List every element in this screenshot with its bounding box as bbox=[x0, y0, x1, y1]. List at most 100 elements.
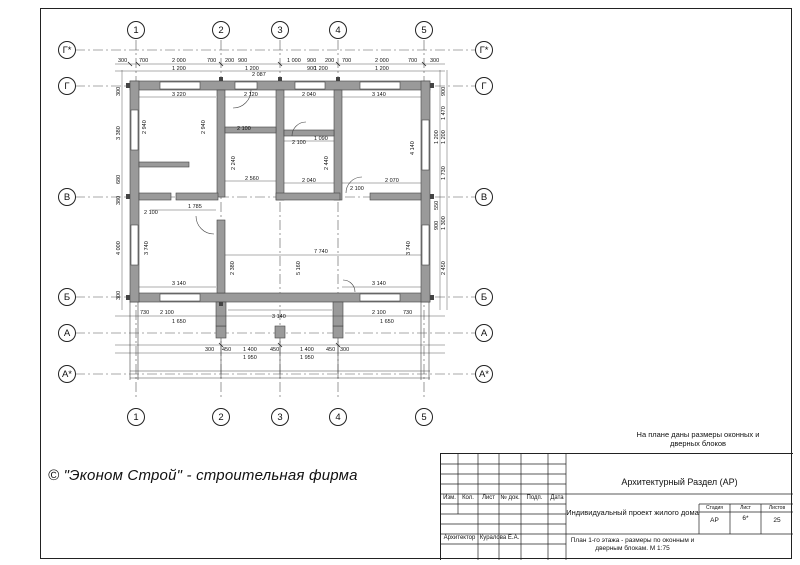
dim-label: 7 740 bbox=[314, 249, 328, 255]
dim-label: 2 940 bbox=[201, 120, 207, 134]
dim-label: 1 950 bbox=[243, 355, 257, 361]
axis-marker-3: 3 bbox=[271, 21, 289, 39]
dim-label: 450 bbox=[326, 347, 335, 353]
stamp-sheet-title: План 1-го этажа - размеры по оконным и д… bbox=[570, 537, 695, 552]
dim-label: 2 000 bbox=[172, 58, 186, 64]
dim-label: 3 380 bbox=[116, 126, 122, 140]
dim-label: 300 bbox=[340, 347, 349, 353]
stamp-stage-label: Стадия bbox=[705, 505, 724, 511]
dim-label: 200 bbox=[325, 58, 334, 64]
dim-label: 1 400 bbox=[243, 347, 257, 353]
axis-marker-g: Г bbox=[58, 77, 76, 95]
dim-label: 3 740 bbox=[144, 241, 150, 255]
stamp-col-list: Лист bbox=[481, 495, 496, 501]
axis-marker-a: А bbox=[475, 324, 493, 342]
dim-label: 1 785 bbox=[188, 204, 202, 210]
company-copyright: © "Эконом Строй" - строительная фирма bbox=[48, 467, 358, 484]
dim-label: 680 bbox=[116, 175, 122, 184]
dim-label: 730 bbox=[403, 310, 412, 316]
dim-label: 1 200 bbox=[434, 130, 440, 144]
dim-label: 3 140 bbox=[172, 281, 186, 287]
dim-label: 450 bbox=[222, 347, 231, 353]
title-block: Изм. Кол. Лист № док. Подп. Дата Архитек… bbox=[440, 453, 793, 560]
opening-label: 2 100 bbox=[160, 310, 174, 316]
axis-marker-5: 5 bbox=[415, 21, 433, 39]
stamp-stage-value: АР bbox=[710, 517, 719, 524]
title-block-grid bbox=[441, 454, 793, 560]
stamp-col-podp: Подп. bbox=[526, 495, 543, 501]
dim-label: 4 140 bbox=[410, 141, 416, 155]
axis-marker-5: 5 bbox=[415, 408, 433, 426]
axis-marker-v: В bbox=[58, 188, 76, 206]
dim-label: 900 bbox=[307, 58, 316, 64]
dim-label: 3 140 bbox=[372, 92, 386, 98]
dim-label: 700 bbox=[342, 58, 351, 64]
axis-marker-2: 2 bbox=[212, 408, 230, 426]
dim-label: 2 070 bbox=[385, 178, 399, 184]
dim-label: 900 bbox=[441, 87, 447, 96]
dim-label: 3 740 bbox=[406, 241, 412, 255]
dim-label: 5 160 bbox=[296, 261, 302, 275]
dim-label: 3 140 bbox=[372, 281, 386, 287]
axis-marker-1: 1 bbox=[127, 21, 145, 39]
dim-label: 1 000 bbox=[287, 58, 301, 64]
axis-marker-g-star: Г* bbox=[58, 41, 76, 59]
dim-label: 900 bbox=[238, 58, 247, 64]
axis-marker-g-star: Г* bbox=[475, 41, 493, 59]
dim-label: 2 940 bbox=[142, 120, 148, 134]
axis-marker-4: 4 bbox=[329, 21, 347, 39]
dim-label: 3 140 bbox=[272, 314, 286, 320]
opening-label: 2 100 bbox=[350, 186, 364, 192]
axis-marker-v: В bbox=[475, 188, 493, 206]
dim-label: 2 440 bbox=[324, 156, 330, 170]
axis-marker-a: А bbox=[58, 324, 76, 342]
dim-label: 1 200 bbox=[314, 66, 328, 72]
dim-label: 1 400 bbox=[300, 347, 314, 353]
stamp-person: Куралова Е.А. bbox=[479, 535, 520, 541]
stamp-col-kol: Кол. bbox=[462, 495, 474, 501]
axis-marker-1: 1 bbox=[127, 408, 145, 426]
dim-label: 1 300 bbox=[441, 216, 447, 230]
stamp-col-data: Дата bbox=[550, 495, 564, 501]
dim-label: 4 000 bbox=[116, 241, 122, 255]
opening-label: 2 100 bbox=[372, 310, 386, 316]
dim-label: 2 040 bbox=[302, 92, 316, 98]
dim-label: 700 bbox=[408, 58, 417, 64]
stamp-section: Архитектурный Раздел (АР) bbox=[621, 477, 738, 487]
dim-label: 700 bbox=[139, 58, 148, 64]
dim-label: 900 bbox=[434, 221, 440, 230]
dim-label: 2 450 bbox=[441, 261, 447, 275]
stamp-sheet-value: 6* bbox=[742, 515, 749, 522]
opening-label: 2 100 bbox=[237, 126, 251, 132]
opening-label: 2 100 bbox=[144, 210, 158, 216]
dim-label: 300 bbox=[116, 291, 122, 300]
dim-label: 1 470 bbox=[441, 106, 447, 120]
dim-label: 300 bbox=[118, 58, 127, 64]
dim-label: 2 120 bbox=[244, 92, 258, 98]
dim-label: 200 bbox=[225, 58, 234, 64]
dim-label: 2 040 bbox=[302, 178, 316, 184]
axis-marker-3: 3 bbox=[271, 408, 289, 426]
dim-label: 2 240 bbox=[231, 156, 237, 170]
stamp-sheet-label: Лист bbox=[740, 505, 751, 511]
dim-label: 730 bbox=[140, 310, 149, 316]
axis-marker-b: Б bbox=[475, 288, 493, 306]
dim-label: 900 bbox=[307, 66, 316, 72]
dim-label: 2 000 bbox=[375, 58, 389, 64]
dim-label: 1 650 bbox=[172, 319, 186, 325]
dim-label: 300 bbox=[116, 87, 122, 96]
plan-note: На плане даны размеры оконных и дверных … bbox=[636, 430, 760, 448]
dim-label: 1 090 bbox=[314, 136, 328, 142]
dim-label: 1 650 bbox=[380, 319, 394, 325]
dim-label: 300 bbox=[205, 347, 214, 353]
axis-marker-g: Г bbox=[475, 77, 493, 95]
dim-label: 2 087 bbox=[252, 72, 266, 78]
dim-label: 1 200 bbox=[441, 130, 447, 144]
axis-marker-a-star: А* bbox=[58, 365, 76, 383]
dim-label: 700 bbox=[207, 58, 216, 64]
axis-marker-2: 2 bbox=[212, 21, 230, 39]
dim-label: 1 200 bbox=[375, 66, 389, 72]
axis-marker-4: 4 bbox=[329, 408, 347, 426]
dim-label: 550 bbox=[434, 201, 440, 210]
